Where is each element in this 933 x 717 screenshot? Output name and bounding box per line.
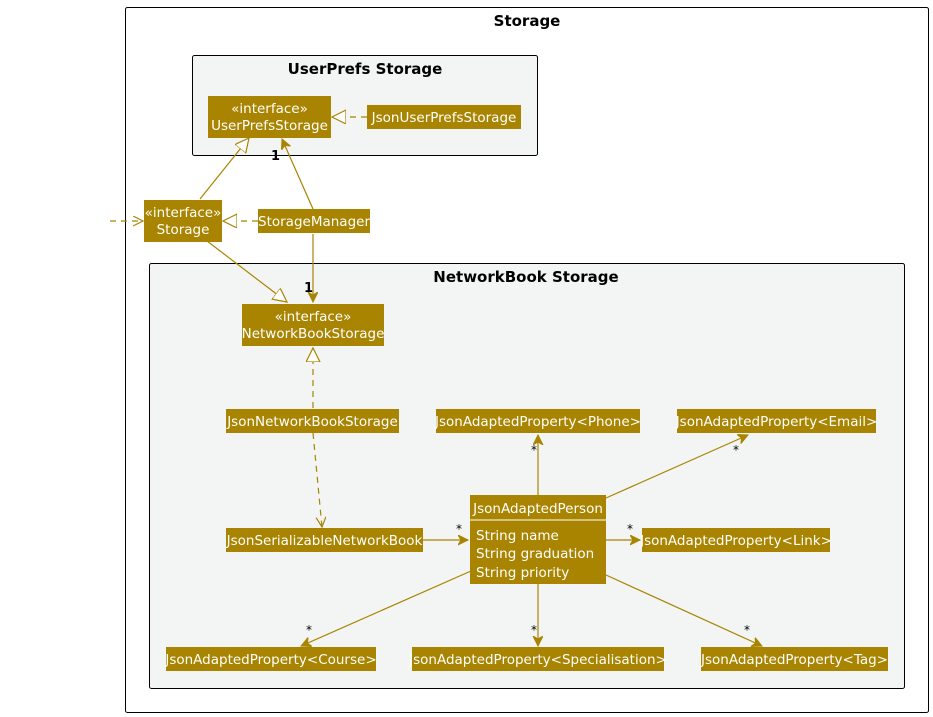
person-field-name: String name: [476, 528, 559, 544]
class-json-adapted-person[interactable]: JsonAdaptedPerson String name String gra…: [470, 495, 606, 584]
class-userprefs-storage-stereotype: «interface»: [231, 101, 308, 117]
generalization-storage-networkbook: [206, 240, 287, 302]
package-userprefs-title: UserPrefs Storage: [288, 60, 443, 78]
multiplicity-labels: 1 1 * * * * * * *: [271, 149, 750, 637]
package-networkbook-storage: NetworkBook Storage: [149, 263, 905, 689]
association-person-tag: [605, 574, 762, 646]
person-field-graduation: String graduation: [476, 546, 594, 562]
class-storage-stereotype: «interface»: [145, 205, 222, 221]
class-prop-phone[interactable]: JsonAdaptedProperty<Phone>: [434, 409, 641, 433]
person-field-priority: String priority: [476, 565, 569, 581]
package-storage-title: Storage: [494, 12, 561, 30]
class-prop-link[interactable]: JsonAdaptedProperty<Link>: [639, 528, 832, 552]
class-storage-manager[interactable]: StorageManager: [258, 209, 370, 233]
class-userprefs-storage-name: UserPrefsStorage: [211, 118, 328, 134]
class-userprefs-storage[interactable]: «interface» UserPrefsStorage: [208, 96, 331, 138]
association-person-email: [605, 435, 748, 499]
mult-person-link: *: [627, 522, 633, 536]
association-person-course: [301, 570, 472, 646]
class-prop-email-name: JsonAdaptedProperty<Email>: [675, 414, 878, 430]
mult-manager-networkbook: 1: [304, 281, 313, 296]
mult-person-email: *: [733, 443, 739, 457]
class-json-serializable-networkbook[interactable]: JsonSerializableNetworkBook: [226, 528, 423, 552]
class-storage[interactable]: «interface» Storage: [144, 200, 222, 242]
class-json-userprefs-storage[interactable]: JsonUserPrefsStorage: [367, 105, 521, 129]
class-networkbook-storage-name: NetworkBookStorage: [242, 326, 385, 342]
class-prop-email[interactable]: JsonAdaptedProperty<Email>: [675, 409, 878, 433]
class-prop-course-name: JsonAdaptedProperty<Course>: [164, 652, 376, 668]
class-prop-phone-name: JsonAdaptedProperty<Phone>: [434, 414, 641, 430]
mult-person-specialisation: *: [531, 623, 537, 637]
class-networkbook-storage-stereotype: «interface»: [275, 309, 352, 325]
class-prop-tag[interactable]: JsonAdaptedProperty<Tag>: [700, 647, 888, 671]
association-manager-userprefs: [282, 139, 314, 210]
mult-person-phone: *: [531, 443, 537, 457]
mult-serializable-person: *: [456, 522, 462, 536]
class-prop-specialisation-name: JsonAdaptedProperty<Specialisation>: [408, 652, 667, 668]
dependency-json-serializable: [312, 432, 322, 527]
class-prop-link-name: JsonAdaptedProperty<Link>: [639, 533, 832, 549]
mult-person-tag: *: [744, 623, 750, 637]
generalization-storage-userprefs: [199, 138, 249, 200]
class-json-networkbook-storage[interactable]: JsonNetworkBookStorage: [226, 409, 399, 433]
class-json-userprefs-storage-name: JsonUserPrefsStorage: [371, 110, 517, 126]
class-storage-manager-name: StorageManager: [258, 214, 370, 230]
mult-person-course: *: [306, 623, 312, 637]
class-prop-tag-name: JsonAdaptedProperty<Tag>: [700, 652, 888, 668]
class-prop-specialisation[interactable]: JsonAdaptedProperty<Specialisation>: [408, 647, 667, 671]
class-prop-course[interactable]: JsonAdaptedProperty<Course>: [164, 647, 377, 671]
class-networkbook-storage[interactable]: «interface» NetworkBookStorage: [242, 304, 385, 346]
package-networkbook-title: NetworkBook Storage: [433, 268, 618, 286]
mult-manager-userprefs: 1: [271, 149, 280, 164]
class-json-serializable-networkbook-name: JsonSerializableNetworkBook: [226, 533, 423, 549]
relationships: [110, 117, 762, 646]
class-json-adapted-person-name: JsonAdaptedPerson: [472, 501, 603, 517]
class-json-networkbook-storage-name: JsonNetworkBookStorage: [226, 414, 398, 430]
class-storage-name: Storage: [157, 222, 210, 238]
